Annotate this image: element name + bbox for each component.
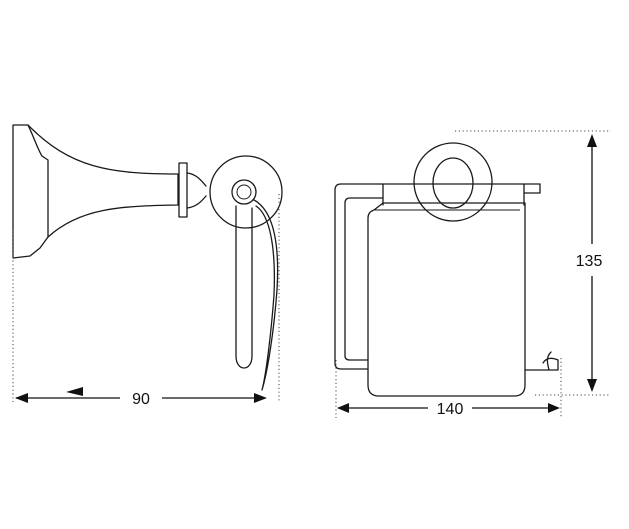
- arrow-down-icon: [587, 379, 597, 392]
- dimension-label-90: 90: [132, 391, 150, 408]
- arrow-left-icon: [15, 393, 28, 403]
- holder-arm: [27, 124, 179, 238]
- pivot-inner: [236, 184, 252, 200]
- paper-tip: [524, 351, 559, 371]
- arrow-right-icon: [254, 393, 267, 403]
- roll-bar: [235, 205, 253, 369]
- neck-collar: [178, 162, 188, 218]
- arrow-up-icon: [587, 134, 597, 147]
- dimension-90: 90: [15, 387, 267, 408]
- arrow-right-icon: [548, 403, 560, 413]
- arrow-marker-icon: [66, 387, 83, 396]
- dimension-135: 135: [576, 134, 603, 392]
- arrow-left-icon: [337, 403, 349, 413]
- front-view: [334, 142, 559, 397]
- lid: [367, 202, 526, 397]
- pivot-outer: [231, 179, 257, 205]
- top-bar: [382, 183, 541, 206]
- dimension-label-135: 135: [576, 253, 603, 270]
- dimension-140: 140: [337, 401, 560, 418]
- hub-connector: [186, 172, 207, 209]
- rosette-outer: [413, 142, 493, 222]
- side-view: [12, 124, 283, 391]
- spring-flap: [253, 199, 279, 391]
- hub-disc: [209, 155, 283, 229]
- dimension-label-140: 140: [437, 401, 464, 418]
- rosette-inner: [432, 157, 474, 209]
- wall-plate: [12, 124, 49, 259]
- left-loop-arm: [334, 183, 384, 370]
